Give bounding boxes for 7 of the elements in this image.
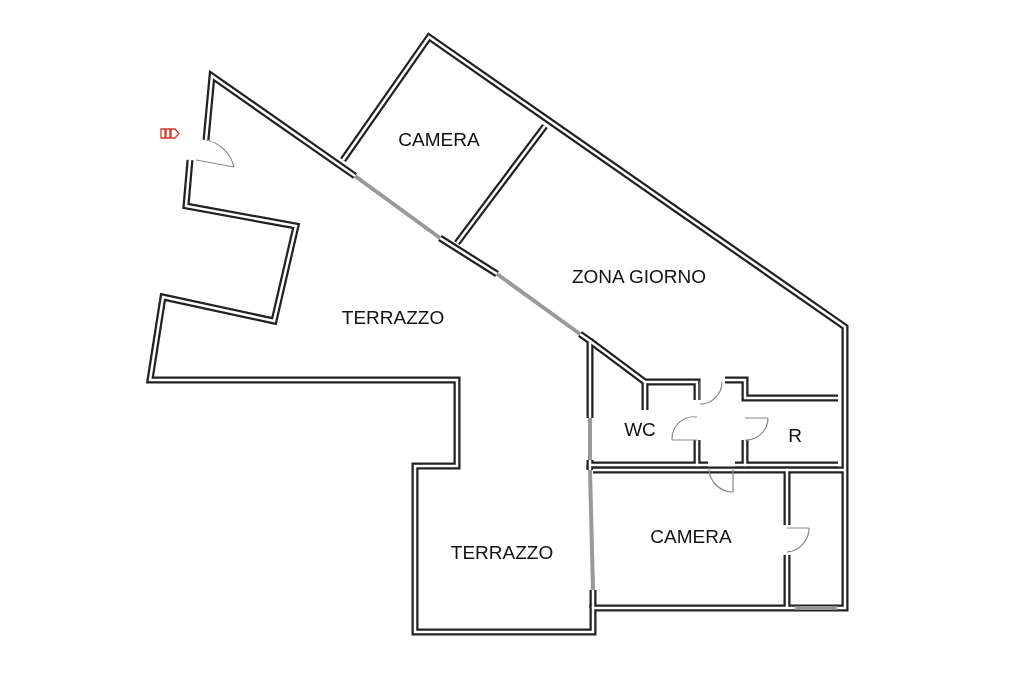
room-label: TERRAZZO — [341, 307, 445, 329]
room-label: R — [788, 425, 802, 447]
room-label: TERRAZZO — [450, 542, 554, 564]
room-label: CAMERA — [650, 526, 732, 548]
room-label: ZONA GIORNO — [571, 266, 707, 288]
room-label: WC — [624, 419, 656, 441]
room-label: CAMERA — [398, 129, 480, 151]
